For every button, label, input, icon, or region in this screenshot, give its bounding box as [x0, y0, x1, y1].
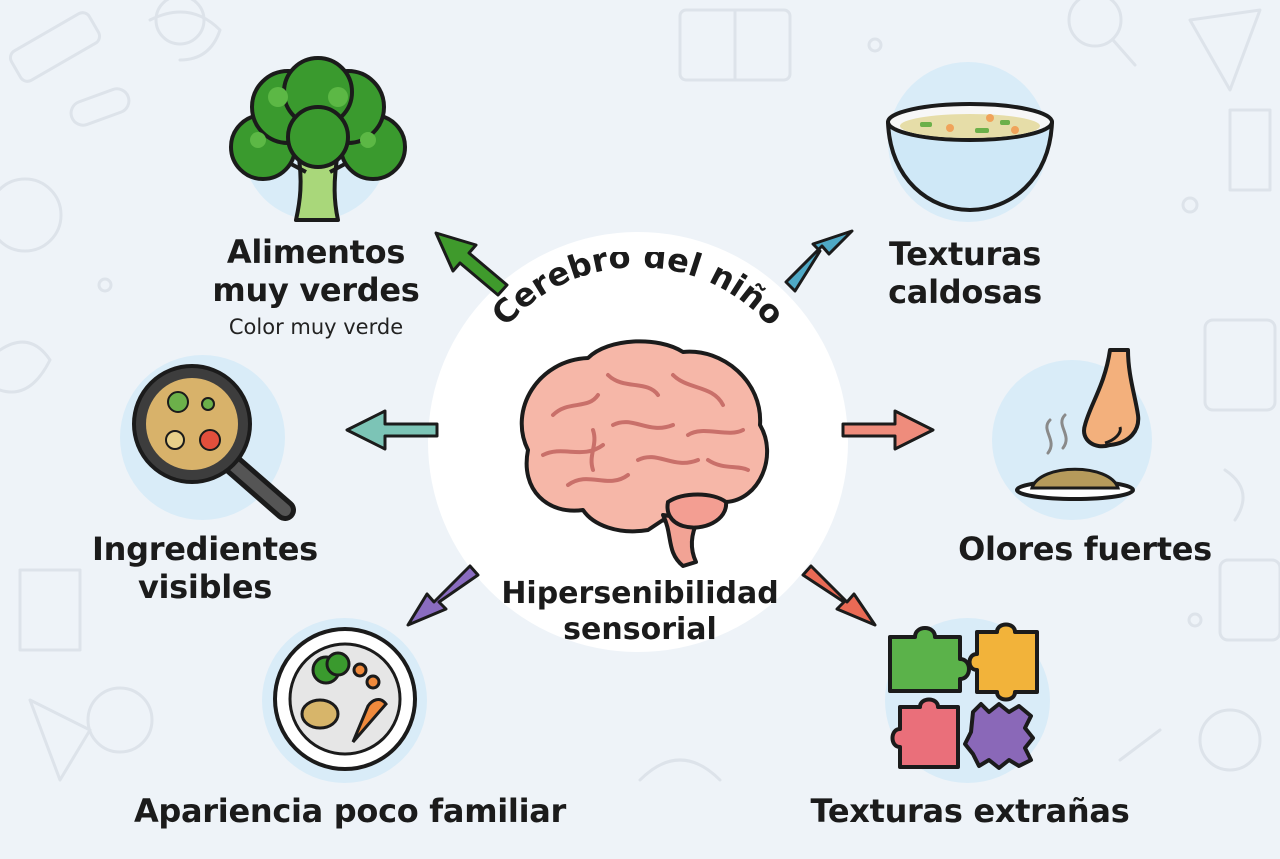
arrow-to-brothy — [784, 229, 854, 293]
greens-title-line1: Alimentos — [226, 233, 406, 271]
center-subtitle-line1: Hipersenibilidad — [501, 576, 779, 611]
center-subtitle-line2: sensorial — [563, 612, 717, 647]
visible-title: Ingredientes visibles — [60, 530, 350, 606]
greens-title-line2: muy verdes — [212, 271, 420, 309]
center-title: Cerebro del niño — [484, 252, 792, 333]
plate-icon — [273, 627, 417, 771]
greens-caption: Color muy verde — [228, 315, 404, 339]
soup-bowl-icon — [886, 102, 1054, 212]
brothy-title: Texturas caldosas — [840, 235, 1090, 311]
nose-icon — [1015, 348, 1141, 501]
arrow-to-unfamiliar — [406, 564, 480, 627]
brothy-title-line2: caldosas — [888, 273, 1042, 311]
greens-title: Alimentos muy verdes — [186, 233, 446, 309]
center-subtitle: Hipersenibilidad sensorial — [470, 576, 810, 648]
arrow-to-smells — [841, 409, 935, 451]
smells-title: Olores fuertes — [958, 530, 1212, 568]
arrow-to-strange-textures — [801, 564, 877, 627]
visible-title-line1: Ingredientes — [92, 530, 318, 568]
broccoli-icon — [229, 56, 407, 222]
unfamiliar-title: Apariencia poco familiar — [133, 792, 567, 830]
brothy-title-line1: Texturas — [888, 235, 1042, 273]
brain-icon — [519, 339, 770, 568]
visible-title-line2: visibles — [137, 568, 273, 606]
strange-textures-title: Texturas extrañas — [810, 792, 1130, 830]
svg-text:Cerebro del niño: Cerebro del niño — [484, 252, 792, 333]
magnifier-icon — [132, 364, 296, 521]
arrow-to-visible — [345, 409, 439, 451]
arrow-to-greens — [434, 231, 509, 297]
puzzle-icon — [888, 622, 1039, 770]
